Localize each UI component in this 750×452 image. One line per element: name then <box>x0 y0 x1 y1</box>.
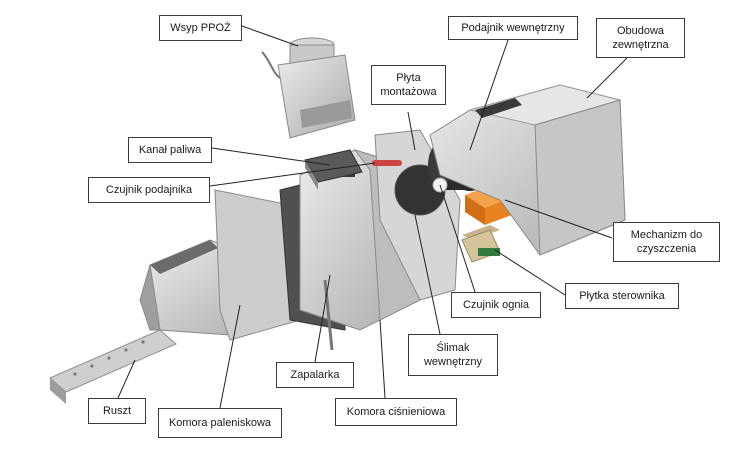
wsyp-ppoz-inlet <box>262 38 355 138</box>
ruszt-grate <box>50 330 176 404</box>
plytka-sterownika-board <box>462 225 500 262</box>
leader-komora-cis <box>380 320 385 398</box>
obudowa-zewnetrzna-housing <box>430 85 625 255</box>
label-wsyp-ppoz: Wsyp PPOŻ <box>159 15 242 41</box>
label-ruszt: Ruszt <box>88 398 146 424</box>
komora-paleniskowa-chamber <box>140 190 300 340</box>
label-komora-paleniskowa: Komora paleniskowa <box>158 408 282 438</box>
label-czujnik-podajnika: Czujnik podajnika <box>88 177 210 203</box>
label-zapalarka: Zapalarka <box>276 362 354 388</box>
leader-kanal <box>212 148 330 165</box>
label-czujnik-ognia: Czujnik ognia <box>451 292 541 318</box>
label-plytka-sterownika: Płytka sterownika <box>565 283 679 309</box>
leader-wsyp <box>242 26 298 46</box>
label-kanal-paliwa: Kanał paliwa <box>128 137 212 163</box>
leader-plytka <box>495 250 565 295</box>
label-podajnik-wewnetrzny: Podajnik wewnętrzny <box>448 16 578 40</box>
label-obudowa-zewnetrzna: Obudowa zewnętrzna <box>596 18 685 58</box>
leader-obudowa <box>587 58 627 98</box>
label-komora-cisnieniowa: Komora ciśnieniowa <box>335 398 457 426</box>
label-slimak-wewnetrzny: Ślimak wewnętrzny <box>408 334 498 376</box>
label-plyta-montazowa: Płyta montażowa <box>371 65 446 105</box>
label-mechanizm-czyszczenia: Mechanizm do czyszczenia <box>613 222 720 262</box>
